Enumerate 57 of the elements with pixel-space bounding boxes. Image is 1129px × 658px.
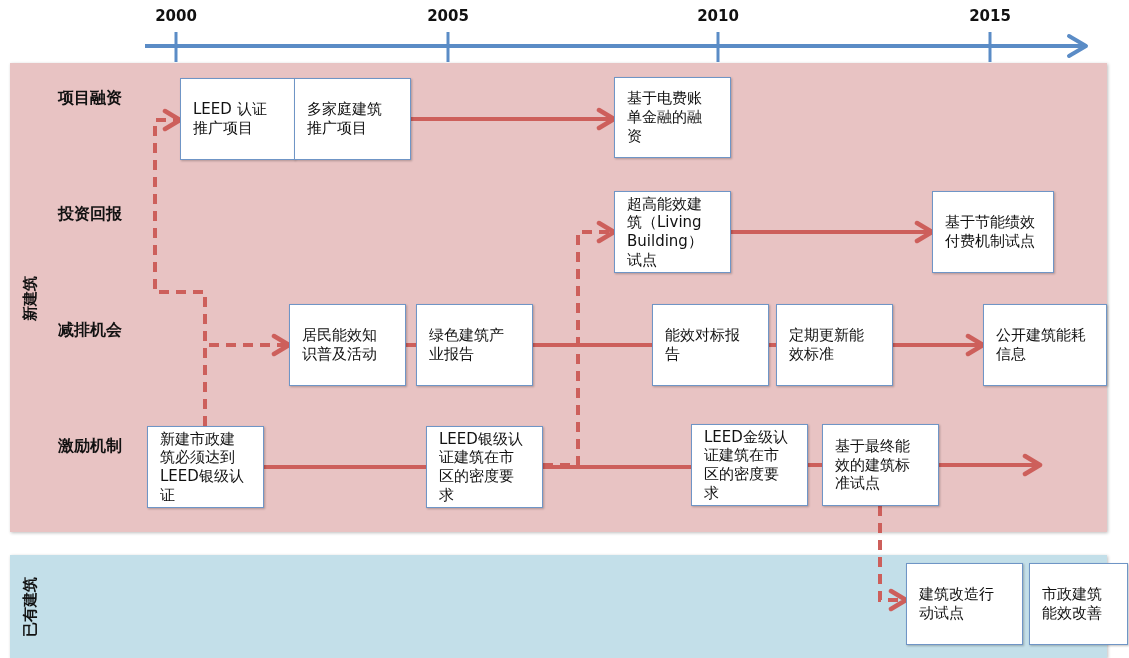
band-heading: 新建筑 [20, 275, 40, 320]
box-text: 建筑改造行动试点 [919, 585, 995, 623]
band-heading: 已有建筑 [20, 576, 40, 637]
process-box [147, 426, 264, 508]
year-label: 2015 [969, 7, 1011, 25]
row-label: 减排机会 [58, 319, 122, 341]
arrow [893, 333, 986, 357]
box-text: LEED银级认证建筑在市区的密度要求 [439, 429, 524, 505]
process-box [180, 78, 295, 160]
connector-line [406, 343, 416, 347]
box-text: 超高能效建筑（Living Building）试点 [627, 194, 704, 270]
row-label: 项目融资 [58, 87, 122, 109]
connector-line [264, 465, 426, 469]
box-text: LEED 认证推广项目 [193, 100, 268, 138]
box-text: 基于最终能效的建筑标准试点 [835, 436, 911, 494]
box-text: 多家庭建筑推广项目 [307, 100, 383, 138]
connector-line [808, 463, 822, 467]
box-text: 能效对标报告 [665, 326, 741, 364]
box-text: 公开建筑能耗信息 [996, 326, 1087, 364]
arrow [153, 108, 207, 426]
box-text: LEED金级认证建筑在市区的密度要求 [704, 427, 789, 503]
category-band [10, 63, 1107, 532]
row-label: 激励机制 [58, 435, 122, 457]
process-box [932, 191, 1054, 273]
process-box [289, 304, 406, 386]
box-text: 基于节能绩效付费机制试点 [945, 213, 1036, 251]
year-label: 2005 [427, 7, 469, 25]
connector-line [533, 343, 652, 347]
process-box [691, 424, 808, 506]
arrow [543, 220, 617, 467]
arrow [411, 107, 617, 131]
process-box [983, 304, 1107, 386]
process-box [426, 426, 543, 508]
arrow [731, 220, 935, 244]
box-text: 市政建筑能效改善 [1042, 585, 1103, 623]
row-label: 投资回报 [58, 203, 122, 225]
process-box [906, 563, 1023, 645]
box-text: 绿色建筑产业报告 [429, 326, 505, 364]
process-box [776, 304, 893, 386]
year-label: 2000 [155, 7, 197, 25]
process-box [822, 424, 939, 506]
connector-line [769, 343, 776, 347]
arrow [878, 506, 909, 612]
connector-line [543, 465, 691, 469]
category-band [10, 555, 1107, 658]
year-label: 2010 [697, 7, 739, 25]
arrow [939, 453, 1043, 477]
process-box [1029, 563, 1128, 645]
process-box [614, 191, 731, 273]
process-box [416, 304, 533, 386]
box-text: 居民能效知识普及活动 [302, 326, 378, 364]
process-box [294, 78, 411, 160]
box-text: 定期更新能效标准 [789, 326, 865, 364]
process-box [652, 304, 769, 386]
box-text: 基于电费账单金融的融资 [627, 89, 703, 146]
process-box [614, 77, 731, 158]
box-text: 新建市政建筑必须达到LEED银级认证 [160, 429, 245, 505]
